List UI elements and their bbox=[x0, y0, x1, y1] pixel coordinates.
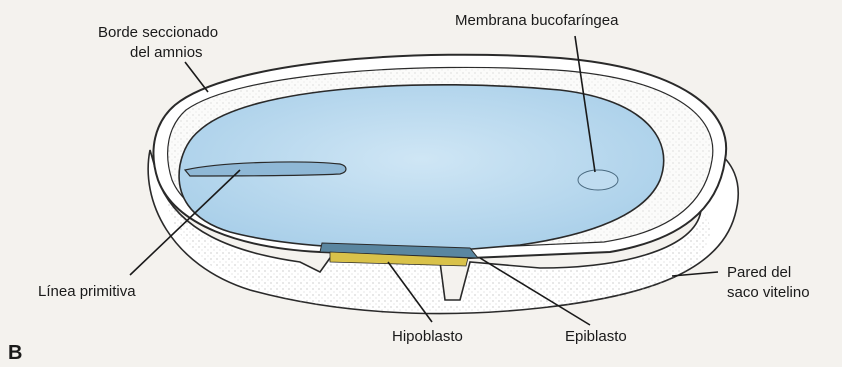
panel-letter: B bbox=[8, 342, 22, 365]
label-saco-vitelino: saco vitelino bbox=[727, 284, 810, 302]
buccopharyngeal-membrane bbox=[578, 170, 618, 190]
label-hipoblasto: Hipoblasto bbox=[392, 328, 463, 346]
label-pared-del: Pared del bbox=[727, 264, 791, 282]
label-epiblasto: Epiblasto bbox=[565, 328, 627, 346]
label-del-amnios: del amnios bbox=[130, 44, 203, 62]
label-borde-seccionado: Borde seccionado bbox=[98, 24, 218, 42]
label-membrana-bucofaringea: Membrana bucofaríngea bbox=[455, 12, 618, 30]
leader-borde bbox=[185, 62, 208, 92]
label-linea-primitiva: Línea primitiva bbox=[38, 283, 136, 301]
